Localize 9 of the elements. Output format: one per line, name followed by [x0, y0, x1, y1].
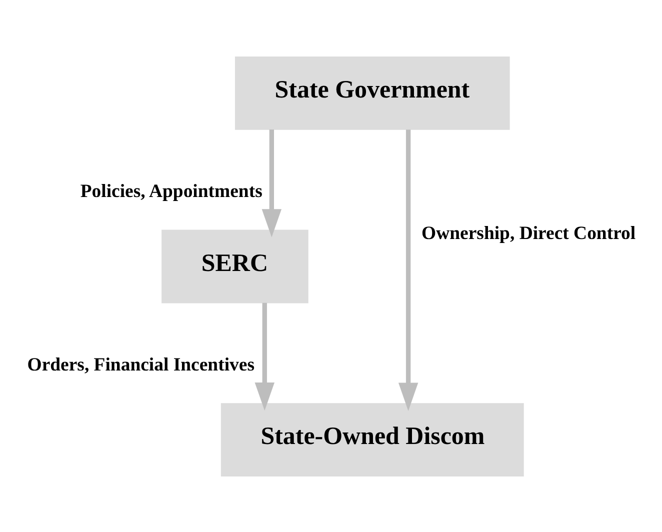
arrow [262, 129, 282, 237]
edge-label: Orders, Financial Incentives [27, 354, 254, 376]
edge-label: Policies, Appointments [80, 180, 262, 202]
arrow [398, 129, 418, 410]
edge-label: Ownership, Direct Control [422, 222, 636, 244]
node-box: State Government [234, 56, 510, 130]
node-box: State-Owned Discom [220, 402, 524, 476]
node-box: SERC [162, 229, 308, 303]
arrow [254, 302, 274, 410]
